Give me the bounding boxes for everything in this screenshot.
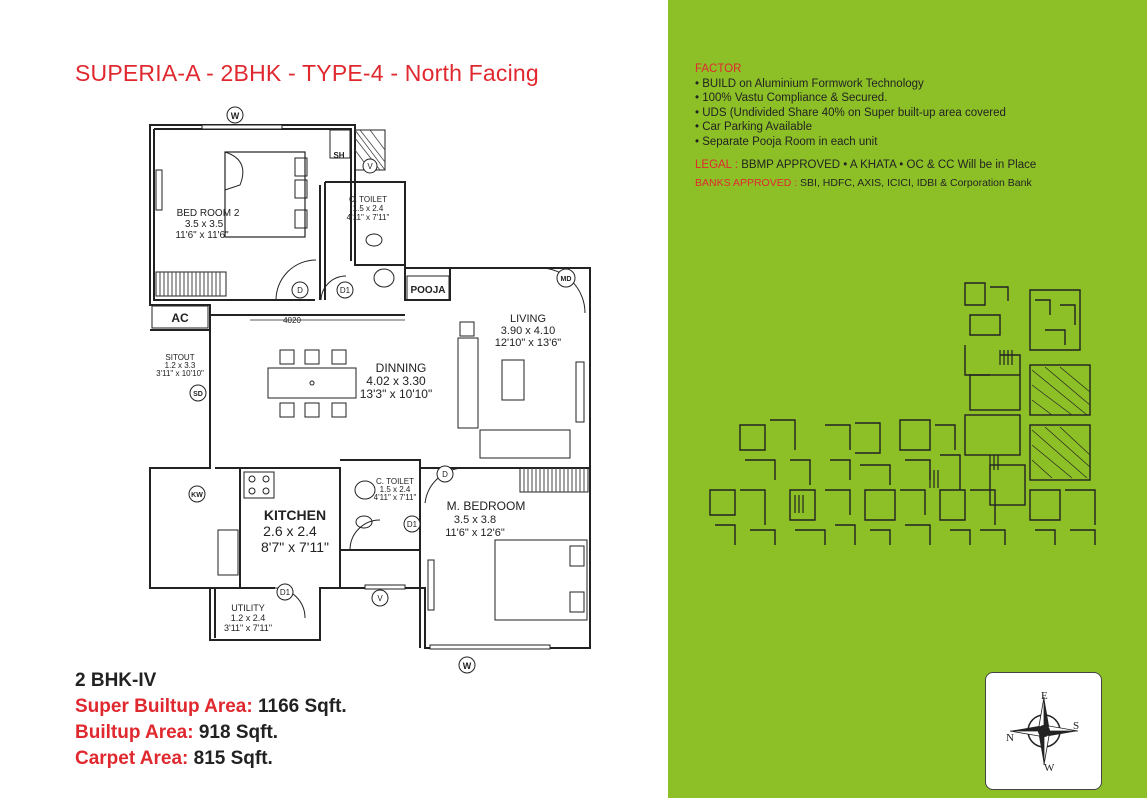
ac-label: AC [171, 311, 189, 325]
carpet-value: 815 Sqft. [193, 748, 273, 769]
dinning-dim-ft: 13'3" x 10'10" [360, 387, 433, 401]
legal-line: LEGAL : BBMP APPROVED • A KHATA • OC & C… [695, 158, 1036, 173]
sitout-name: SITOUT [165, 353, 194, 362]
utility-dim-ft: 3'11" x 7'11" [224, 623, 272, 633]
factor-item: • UDS (Undivided Share 40% on Super buil… [695, 106, 1006, 119]
bedroom2-name: BED ROOM 2 [177, 208, 240, 219]
mbedroom-dim-m: 3.5 x 3.8 [454, 514, 496, 526]
living-dim-ft: 12'10" x 13'6" [495, 337, 562, 349]
area-summary: 2 BHK-IV Super Builtup Area: 1166 Sqft. … [75, 668, 347, 772]
sitout-dim-m: 1.2 x 3.3 [165, 361, 196, 370]
factor-item: • BUILD on Aluminium Formwork Technology [695, 77, 924, 90]
builtup-row: Builtup Area: 918 Sqft. [75, 720, 347, 746]
compass-east: E [1041, 690, 1048, 702]
floor-plan-panel: SUPERIA-A - 2BHK - TYPE-4 - North Facing [75, 60, 610, 772]
kitchen-dim-m: 2.6 x 2.4 [263, 523, 317, 539]
page-title: SUPERIA-A - 2BHK - TYPE-4 - North Facing [75, 60, 539, 86]
banks-line: BANKS APPROVED : SBI, HDFC, AXIS, ICICI,… [695, 176, 1036, 191]
factor-item: • Car Parking Available [695, 121, 812, 134]
kitchen-window-label: KW [191, 492, 203, 499]
door-label-toilet1: D1 [340, 286, 351, 295]
door-label-utility: D1 [280, 588, 291, 597]
factor-item: • 100% Vastu Compliance & Secured. [695, 92, 888, 105]
banks-text: SBI, HDFC, AXIS, ICICI, IDBI & Corporati… [800, 177, 1032, 190]
ctoilet1-dim-m: 1.5 x 2.4 [353, 204, 384, 213]
dinning-name: DINNING [376, 361, 427, 375]
carpet-row: Carpet Area: 815 Sqft. [75, 746, 347, 772]
door-label-bedroom2: D [297, 286, 303, 295]
ventilator-label-top: V [367, 162, 373, 171]
ctoilet1-dim-ft: 4'11" x 7'11" [347, 213, 390, 222]
factor-heading: FACTOR [695, 63, 742, 75]
floor-plan-drawing: W SH V BED ROOM 2 3.5 x 3.5 11'6" x 11'6… [140, 100, 610, 680]
compass-rose: E N S W [985, 672, 1102, 790]
bedroom2-dim-m: 3.5 x 3.5 [185, 219, 224, 230]
sitout-dim-ft: 3'11" x 10'10" [156, 369, 204, 378]
carpet-label: Carpet Area: [75, 748, 189, 769]
kitchen-name: KITCHEN [264, 507, 326, 523]
compass-south: S [1073, 720, 1079, 732]
main-door-label: MD [561, 276, 572, 283]
builtup-value: 918 Sqft. [198, 722, 279, 743]
ctoilet2-name: C. TOILET [376, 477, 414, 486]
super-builtup-value: 1166 Sqft. [257, 696, 347, 717]
ctoilet1-name: C. TOILET [349, 195, 387, 204]
floor-plan-svg: W SH V BED ROOM 2 3.5 x 3.5 11'6" x 11'6… [149, 106, 591, 674]
ctoilet2-dim-ft: 4'11" x 7'11" [374, 493, 417, 502]
compass-west: W [1044, 762, 1055, 774]
door-label-mbedroom: D [442, 470, 448, 479]
super-builtup-label: Super Builtup Area: [75, 696, 253, 717]
sh-label: SH [333, 151, 344, 160]
bedroom2-dim-ft: 11'6" x 11'6" [175, 230, 229, 241]
window-label-top: W [231, 111, 240, 121]
legal-label: LEGAL : [695, 158, 739, 171]
mbedroom-dim-ft: 11'6" x 12'6" [445, 527, 505, 539]
dinning-dim-m: 4.02 x 3.30 [366, 374, 426, 388]
builtup-label: Builtup Area: [75, 722, 194, 743]
compass-icon: E N S W [1006, 690, 1079, 774]
super-builtup-row: Super Builtup Area: 1166 Sqft. [75, 694, 347, 720]
door-label-toilet2: D1 [407, 520, 418, 529]
unit-type-heading: 2 BHK-IV [75, 670, 157, 691]
compass-north: N [1006, 732, 1014, 744]
key-plan [700, 275, 1110, 555]
pooja-label: POOJA [410, 285, 445, 296]
sitout-door-label: SD [193, 391, 203, 398]
legal-text: BBMP APPROVED • A KHATA • OC & CC Will b… [741, 158, 1037, 171]
utility-name: UTILITY [231, 603, 265, 613]
ventilator-label-bottom: V [377, 594, 383, 603]
kitchen-dim-ft: 8'7" x 7'11" [261, 539, 329, 555]
window-label-bottom: W [463, 661, 472, 671]
mbedroom-name: M. BEDROOM [447, 499, 526, 513]
ctoilet2-dim-m: 1.5 x 2.4 [380, 485, 411, 494]
banks-label: BANKS APPROVED : [695, 177, 798, 190]
factor-item: • Separate Pooja Room in each unit [695, 135, 878, 148]
living-dim-m: 3.90 x 4.10 [501, 325, 555, 337]
key-plan-svg [709, 282, 1096, 545]
dimension-label: 4020 [283, 316, 301, 325]
factor-section: FACTOR • BUILD on Aluminium Formwork Tec… [695, 62, 1036, 191]
utility-dim-m: 1.2 x 2.4 [231, 613, 266, 623]
living-name: LIVING [510, 313, 546, 325]
